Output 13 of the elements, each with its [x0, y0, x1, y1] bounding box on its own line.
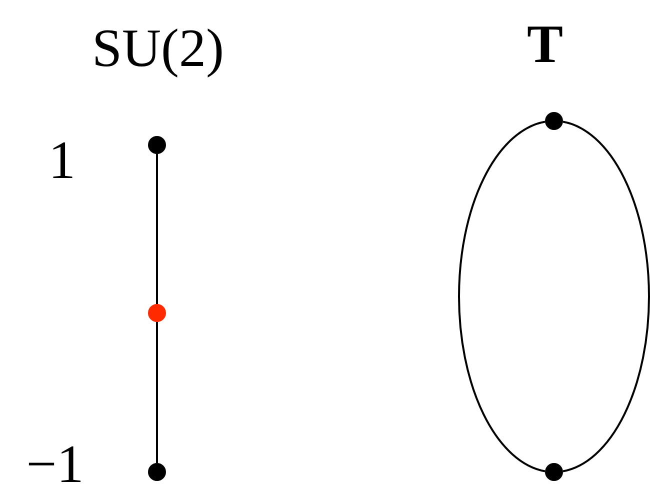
- tick-label: 1: [48, 133, 76, 187]
- point-dot: [545, 112, 563, 130]
- line-segment: [156, 154, 158, 304]
- point-dot: [148, 136, 166, 154]
- ellipse-arc: [562, 120, 650, 472]
- ellipse-arc: [458, 120, 546, 472]
- point-dot: [545, 463, 563, 481]
- heading: SU(2): [92, 21, 224, 75]
- point-dot: [148, 463, 166, 481]
- tick-label: −1: [26, 437, 84, 487]
- point-dot: [148, 304, 166, 322]
- line-segment: [156, 322, 158, 463]
- heading: T: [526, 17, 564, 71]
